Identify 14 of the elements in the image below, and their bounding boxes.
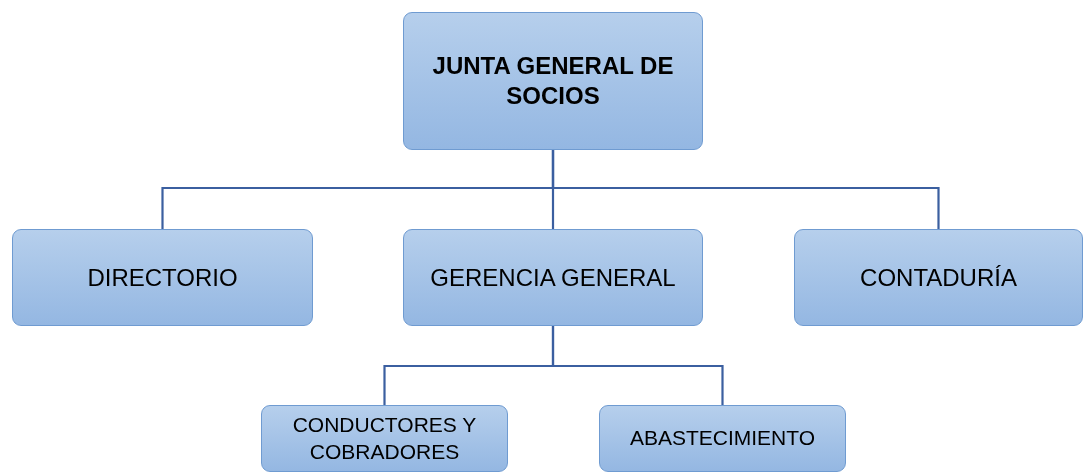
connector-line	[551, 326, 724, 405]
title-box	[403, 12, 703, 150]
department-box	[261, 405, 508, 472]
box-label: CONDUCTORES Y COBRADORES	[291, 412, 478, 465]
box-label: DIRECTORIO	[86, 262, 239, 293]
box-label: ABASTECIMIENTO	[628, 425, 817, 452]
department-box	[12, 229, 313, 326]
department-box	[794, 229, 1083, 326]
department-box	[599, 405, 846, 472]
box-label: GERENCIA GENERAL	[429, 262, 677, 293]
department-box	[403, 229, 703, 326]
title-text: JUNTA GENERAL DE SOCIOS	[431, 51, 675, 111]
connector-line	[551, 150, 940, 229]
box-label: CONTADURÍA	[859, 262, 1018, 293]
